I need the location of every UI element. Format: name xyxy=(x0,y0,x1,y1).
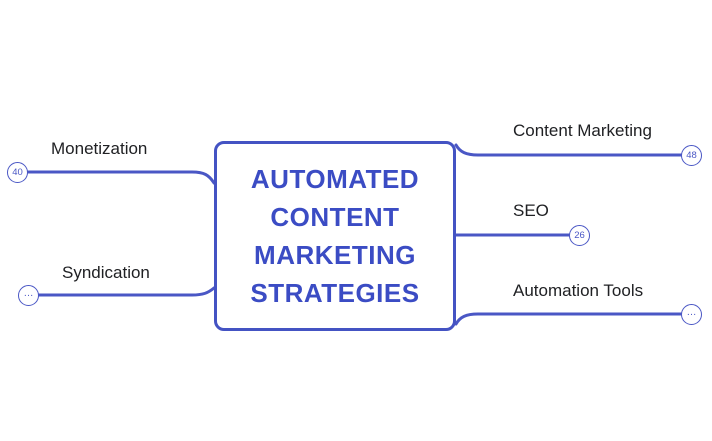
branch-label-content-marketing[interactable]: Content Marketing xyxy=(513,121,652,140)
branch-line-syndication xyxy=(37,286,216,297)
badge-syndication-more[interactable]: … xyxy=(18,285,39,306)
branch-label-monetization[interactable]: Monetization xyxy=(51,139,148,158)
branch-line-content-marketing xyxy=(454,143,683,157)
root-node[interactable]: AUTOMATED CONTENT MARKETING STRATEGIES xyxy=(214,141,456,331)
branch-label-automation-tools[interactable]: Automation Tools xyxy=(513,281,644,300)
branch-line-automation-tools xyxy=(454,312,683,326)
badge-seo-count[interactable]: 26 xyxy=(569,225,590,246)
branch-line-monetization xyxy=(26,170,216,185)
badge-automation-tools-more[interactable]: … xyxy=(681,304,702,325)
branch-label-seo[interactable]: SEO xyxy=(513,201,549,220)
badge-content-marketing-count[interactable]: 48 xyxy=(681,145,702,166)
badge-monetization-count[interactable]: 40 xyxy=(7,162,28,183)
branch-label-syndication[interactable]: Syndication xyxy=(62,263,150,282)
root-node-label: AUTOMATED CONTENT MARKETING STRATEGIES xyxy=(250,164,420,308)
